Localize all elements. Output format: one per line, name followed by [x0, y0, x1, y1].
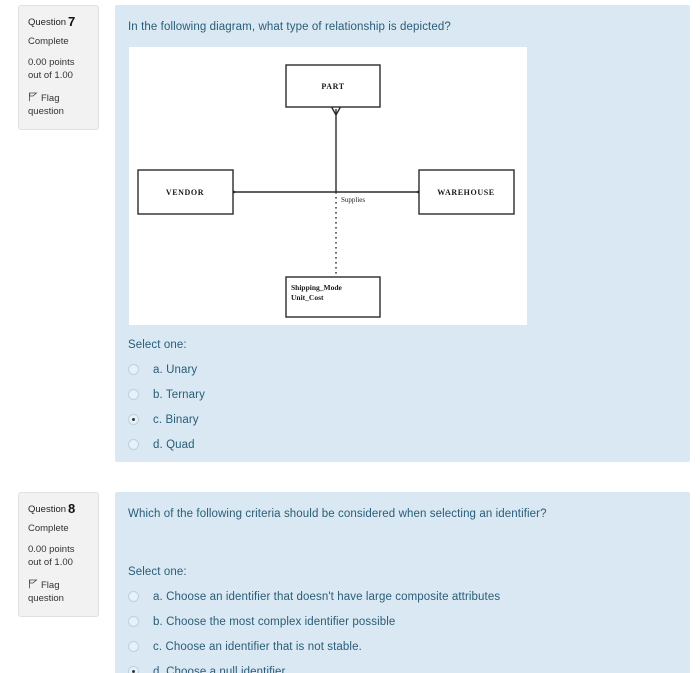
radio-7c[interactable]: [128, 414, 139, 426]
question-word-7: Question: [28, 17, 67, 28]
question-number-7: 7: [68, 14, 76, 29]
er-diagram-7: PART VENDOR WAREHOUSE Supplies Shipping_…: [129, 47, 527, 326]
radio-8d[interactable]: [128, 666, 139, 673]
er-entity-warehouse-label: WAREHOUSE: [437, 188, 494, 197]
radio-7b[interactable]: [128, 389, 139, 401]
answer-option-7c[interactable]: c. Binary: [115, 407, 690, 432]
question-prompt-8: Which of the following criteria should b…: [128, 508, 547, 520]
select-one-label-8: Select one:: [128, 566, 187, 579]
answer-option-8b[interactable]: b. Choose the most complex identifier po…: [115, 609, 690, 634]
answer-label-8d: d. Choose a null identifier.: [153, 665, 289, 673]
flag-question-label-8: Flag question: [28, 579, 64, 605]
answer-label-7b: b. Ternary: [153, 388, 205, 401]
question-points-8: 0.00 points out of 1.00: [28, 544, 75, 569]
answer-label-7c: c. Binary: [153, 413, 199, 426]
radio-8c[interactable]: [128, 641, 139, 653]
question-word-8: Question: [28, 504, 67, 515]
answer-list-8: a. Choose an identifier that doesn't hav…: [115, 578, 690, 673]
flag-icon: [28, 579, 38, 589]
answer-option-7b[interactable]: b. Ternary: [115, 382, 690, 407]
radio-8a[interactable]: [128, 591, 139, 603]
answer-option-7a[interactable]: a. Unary: [115, 357, 690, 382]
flag-question-7[interactable]: Flag question: [28, 92, 89, 119]
select-one-label-7: Select one:: [128, 339, 187, 352]
er-entity-vendor-label: VENDOR: [166, 188, 204, 197]
er-relationship-label: Supplies: [341, 196, 365, 204]
answer-label-8a: a. Choose an identifier that doesn't hav…: [153, 590, 501, 603]
radio-7d[interactable]: [128, 439, 139, 451]
question-state-7: Complete: [28, 36, 69, 47]
answer-label-7a: a. Unary: [153, 363, 198, 376]
answer-label-8b: b. Choose the most complex identifier po…: [153, 615, 396, 628]
question-number-8: 8: [68, 501, 76, 516]
flag-question-label-7: Flag question: [28, 92, 64, 118]
answer-option-8c[interactable]: c. Choose an identifier that is not stab…: [115, 634, 690, 659]
er-attribute-line-1: Shipping_Mode: [291, 283, 343, 292]
radio-7a[interactable]: [128, 364, 139, 376]
answer-option-7d[interactable]: d. Quad: [115, 432, 690, 457]
question-state-8: Complete: [28, 523, 69, 534]
answer-option-8a[interactable]: a. Choose an identifier that doesn't hav…: [115, 584, 690, 609]
answer-option-8d[interactable]: d. Choose a null identifier.: [115, 659, 690, 673]
radio-8b[interactable]: [128, 616, 139, 628]
answer-list-7: a. Unary b. Ternary c. Binary d. Quad: [115, 351, 690, 471]
question-prompt-7: In the following diagram, what type of r…: [128, 21, 451, 33]
question-content-7: In the following diagram, what type of r…: [115, 5, 690, 462]
er-attribute-line-2: Unit_Cost: [291, 293, 324, 302]
question-content-8: Which of the following criteria should b…: [115, 492, 690, 673]
flag-question-8[interactable]: Flag question: [28, 579, 89, 606]
answer-label-8c: c. Choose an identifier that is not stab…: [153, 640, 362, 653]
answer-label-7d: d. Quad: [153, 438, 195, 451]
flag-icon: [28, 92, 38, 102]
question-points-7: 0.00 points out of 1.00: [28, 57, 75, 82]
er-entity-part-label: PART: [321, 82, 344, 91]
